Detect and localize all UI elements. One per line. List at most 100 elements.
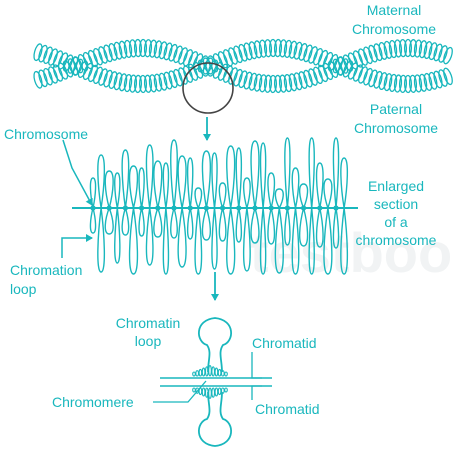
chromatin-loop-upper <box>194 187 203 209</box>
chromatid-top-label: Chromatid <box>252 335 317 351</box>
chromatin-loop-upper <box>201 150 211 209</box>
paternal-strand-loop <box>57 62 69 80</box>
maternal-strand-loop <box>207 55 219 73</box>
chromomere-coil-lower <box>217 387 222 396</box>
maternal-strand-loop <box>383 73 393 92</box>
paternal-strand-loop <box>332 58 344 76</box>
paternal-strand-loop <box>192 53 204 71</box>
chromomere-coil-upper <box>220 370 225 377</box>
chromatin-loop-lower <box>250 207 260 244</box>
chromatin-loop-lower <box>259 207 267 275</box>
paternal-strand-loop <box>322 62 334 81</box>
chromatin-loop-lower <box>153 207 163 238</box>
paternal-strand-loop <box>408 39 418 58</box>
chromatid-bottom-pointer <box>251 385 262 400</box>
enlarged-chromosome-section <box>72 137 358 275</box>
maternal-strand-loop <box>403 74 413 94</box>
paternal-strand-loop <box>163 42 173 61</box>
chromomere-coil-upper <box>224 371 228 377</box>
paternal-strand-loop <box>123 39 133 58</box>
paternal-strand-loop <box>48 66 59 84</box>
watermark-text: testbook <box>250 221 453 284</box>
paternal-strand-loop <box>207 59 219 77</box>
maternal-strand-loop <box>43 46 53 65</box>
chromomere-bead <box>122 205 128 211</box>
chromatin-loop-upper <box>315 162 324 209</box>
paternal-strand-loop <box>143 39 153 58</box>
chromatin-loop-lower <box>145 207 154 266</box>
maternal-strand-loop <box>443 67 453 86</box>
paternal-strand-loop <box>52 64 64 82</box>
maternal-strand-loop <box>222 49 234 67</box>
chromomere-bead <box>236 205 242 211</box>
chromatin-loop-lower <box>332 207 340 249</box>
maternal-strand-loop <box>163 71 173 90</box>
chromomere-bead <box>220 205 226 211</box>
chromatin-loop-upper <box>170 139 178 209</box>
maternal-strand-loop <box>418 73 428 92</box>
chromatin-loop-lower <box>128 207 139 275</box>
chromomere-coil-lower <box>211 387 216 398</box>
chromomere-bead <box>333 205 339 211</box>
maternal-strand-loop <box>238 43 248 62</box>
chromomere-coil-lower <box>224 387 228 393</box>
chromation-loop-label-line2: loop <box>10 281 37 297</box>
maternal-strand-loop <box>317 49 329 68</box>
chromatin-loop-upper <box>218 182 227 209</box>
chromatin-loop-lower <box>323 207 333 275</box>
maternal-strand-loop <box>173 68 183 87</box>
paternal-strand-loop <box>347 52 359 70</box>
paternal-strand-loop <box>153 40 163 59</box>
chromomere-bead <box>252 205 258 211</box>
paternal-strand-loop <box>233 68 243 87</box>
chromatin-loop-upper <box>291 167 300 209</box>
paternal-strand-loop <box>313 66 323 85</box>
maternal-strand-loop <box>93 66 103 85</box>
paternal-strand-loop <box>148 39 158 58</box>
chromatin-loop-upper <box>226 145 236 209</box>
chromatin-loop-lower <box>284 207 291 246</box>
chromatin-loop-upper <box>211 152 218 209</box>
maternal-strand-loop <box>143 74 153 93</box>
chromatin-loop-lower <box>211 207 218 270</box>
chromomere-coil-lower <box>220 387 225 394</box>
maternal-strand-loop <box>248 41 258 60</box>
paternal-strand-loop <box>293 72 303 91</box>
paternal-strand-loop <box>62 60 74 78</box>
maternal-strand-loop <box>138 74 148 94</box>
maternal-strand-loop <box>413 74 423 93</box>
homologous-chromosome-pair <box>33 38 453 94</box>
maternal-label-line1: Maternal <box>367 2 421 18</box>
paternal-strand-loop <box>187 51 199 69</box>
maternal-strand-loop <box>228 47 238 65</box>
paternal-strand-loop <box>93 47 103 66</box>
paternal-strand-loop <box>278 74 288 93</box>
chromomere-coil-upper <box>217 368 222 377</box>
chromomere-bead <box>187 205 193 211</box>
paternal-strand-loop <box>238 70 248 89</box>
paternal-strand-loop <box>33 70 43 89</box>
maternal-strand-loop <box>153 73 163 92</box>
chromatin-loop-upper <box>186 157 194 209</box>
paternal-strand-loop <box>303 69 313 88</box>
maternal-strand-loop <box>393 74 403 93</box>
paternal-label-line2: Chromosome <box>354 120 438 136</box>
maternal-strand-loop <box>123 74 133 93</box>
paternal-strand-loop <box>378 41 388 60</box>
paternal-strand-loop <box>273 74 283 94</box>
chromatid-bottom-label: Chromatid <box>255 401 320 417</box>
paternal-strand-loop <box>368 44 378 63</box>
paternal-strand-loop <box>358 48 368 66</box>
chromatin-loop-lower <box>177 207 187 268</box>
chromomere-coil-upper <box>204 366 209 377</box>
chromomere-coil-upper <box>198 368 203 377</box>
chromatin-loop-lower <box>218 207 227 242</box>
maternal-strand-loop <box>258 39 268 58</box>
chromatin-loop-lower <box>340 207 349 275</box>
maternal-strand-loop <box>423 72 433 91</box>
chromatin-loop-lower <box>194 207 203 275</box>
paternal-strand-loop <box>248 72 258 91</box>
chromatin-loop-label-line1: Chromatin <box>116 315 181 331</box>
chromatin-loop-upper <box>340 157 349 209</box>
chromatin-loop-lower <box>104 207 114 235</box>
